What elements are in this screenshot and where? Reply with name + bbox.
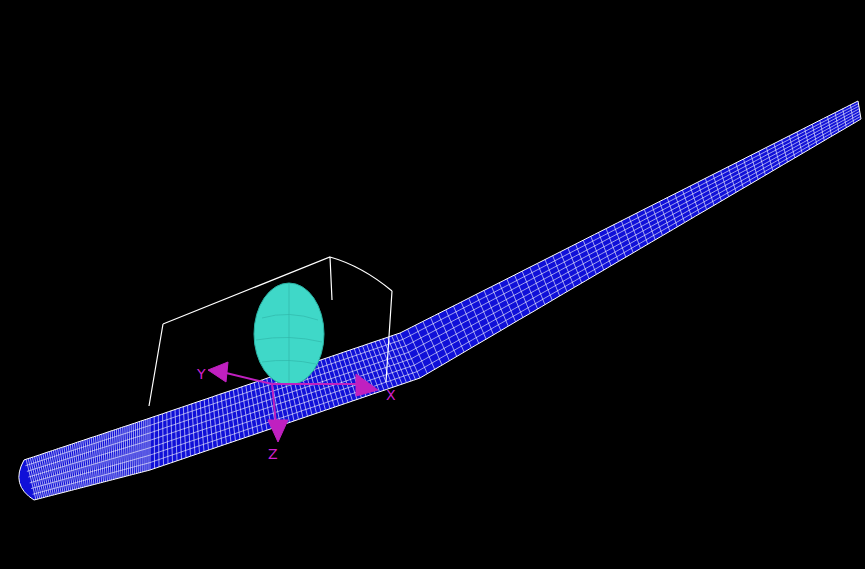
blade-mesh [19, 101, 861, 500]
axis-label: X [386, 387, 396, 403]
mesh-lines [25, 104, 860, 500]
wire-box [149, 257, 392, 406]
axis-label: Y [197, 366, 206, 382]
impactor-facets [256, 284, 322, 385]
impactor [254, 283, 324, 385]
axis-label: Z [268, 446, 278, 462]
axis-triad [208, 362, 378, 442]
blade-surface [19, 101, 861, 500]
